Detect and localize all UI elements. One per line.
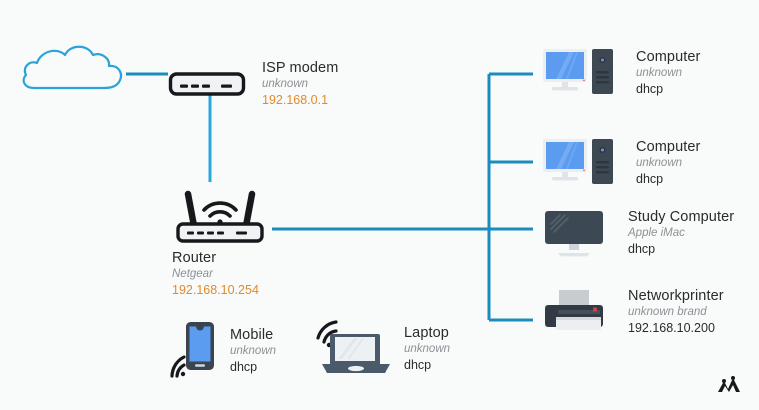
computer-1-address: dhcp (636, 81, 664, 96)
computer-2-vendor: unknown (636, 157, 683, 170)
computer-2-node[interactable]: Computer unknown dhcp (542, 134, 700, 192)
laptop-icon (314, 318, 392, 380)
study-computer-vendor: Apple iMac (628, 227, 685, 240)
laptop-vendor: unknown (404, 343, 451, 356)
computer-1-labels: Computer unknown dhcp (636, 49, 700, 96)
computer-1-vendor: unknown (636, 67, 683, 80)
router-node[interactable]: Router Netgear 192.168.10.254 (168, 186, 272, 297)
computer-2-address: dhcp (636, 171, 664, 186)
study-computer-title: Study Computer (628, 209, 735, 226)
network-printer-title: Networkprinter (628, 288, 724, 305)
printer-icon (542, 288, 606, 336)
laptop-title: Laptop (404, 325, 449, 342)
laptop-node[interactable]: Laptop unknown dhcp (314, 318, 450, 380)
isp-modem-address: 192.168.0.1 (262, 92, 329, 107)
network-printer-address: 192.168.10.200 (628, 320, 715, 335)
router-title: Router (172, 250, 217, 266)
study-computer-node[interactable]: Study Computer Apple iMac dhcp (542, 208, 734, 258)
modem-icon (168, 69, 246, 99)
isp-modem-node[interactable]: ISP modem unknown 192.168.0.1 (168, 60, 338, 107)
network-printer-vendor: unknown brand (628, 306, 707, 319)
computer-1-node[interactable]: Computer unknown dhcp (542, 44, 700, 102)
mobile-node[interactable]: Mobile unknown dhcp (168, 318, 276, 384)
mobile-address: dhcp (230, 359, 258, 374)
laptop-address: dhcp (404, 357, 432, 372)
internet-cloud-node[interactable] (18, 42, 128, 96)
router-labels: Router Netgear 192.168.10.254 (172, 250, 259, 297)
laptop-labels: Laptop unknown dhcp (404, 325, 450, 372)
desktop-computer-icon (542, 44, 614, 102)
study-computer-address: dhcp (628, 241, 656, 256)
router-address: 192.168.10.254 (172, 282, 259, 297)
computer-1-title: Computer (636, 49, 701, 66)
network-printer-node[interactable]: Networkprinter unknown brand 192.168.10.… (542, 288, 724, 336)
computer-2-labels: Computer unknown dhcp (636, 139, 700, 186)
isp-modem-vendor: unknown (262, 78, 309, 91)
desktop-computer-icon (542, 134, 614, 192)
mobile-vendor: unknown (230, 345, 277, 358)
isp-modem-title: ISP modem (262, 60, 339, 76)
brand-logo (716, 374, 746, 398)
mobile-title: Mobile (230, 327, 274, 344)
study-computer-labels: Study Computer Apple iMac dhcp (628, 209, 734, 256)
isp-modem-labels: ISP modem unknown 192.168.0.1 (262, 60, 338, 107)
network-printer-labels: Networkprinter unknown brand 192.168.10.… (628, 288, 724, 335)
cloud-icon (18, 42, 128, 96)
imac-icon (542, 208, 606, 258)
computer-2-title: Computer (636, 139, 701, 156)
wifi-router-icon (168, 186, 272, 244)
router-vendor: Netgear (172, 268, 213, 281)
mobile-labels: Mobile unknown dhcp (230, 327, 276, 374)
smartphone-icon (168, 318, 220, 384)
